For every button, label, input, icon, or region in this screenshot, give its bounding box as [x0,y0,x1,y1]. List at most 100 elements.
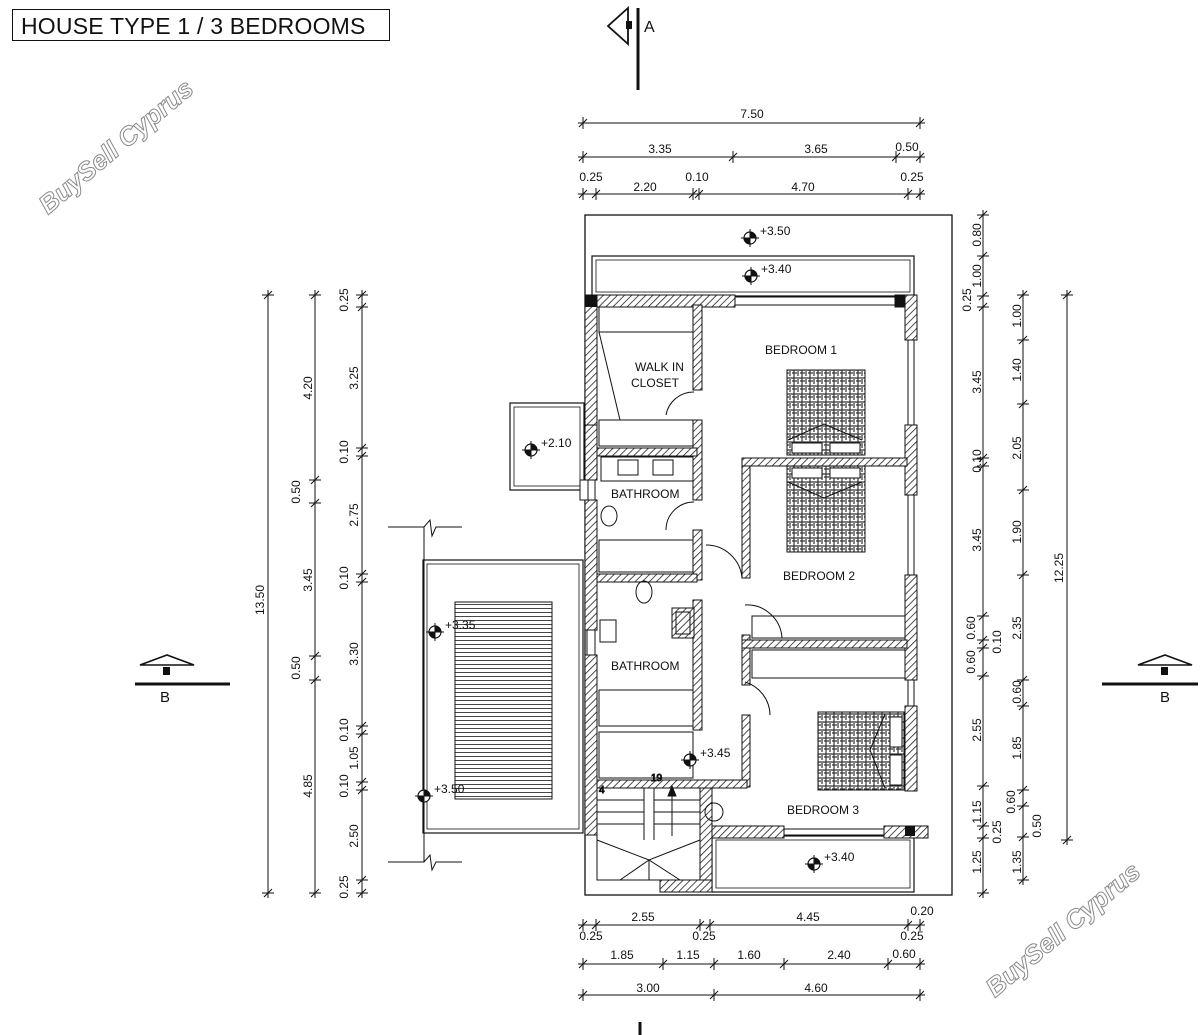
section-b-label-right: B [1160,689,1170,706]
ramp [388,518,584,872]
dim-right-col1-12: 0.25 [990,820,1004,844]
section-b-label-left: B [160,689,170,706]
dim-top-overall: 7.50 [740,107,764,121]
staircase: 19 4 [596,773,701,881]
section-b-marker-left: B [135,654,230,706]
bedroom-1-label: BEDROOM 1 [765,343,837,357]
dimension-labels: 7.50 3.35 3.65 0.50 0.25 2.20 0.10 4.70 0.25 2.55… [253,107,1066,995]
dim-bottom-row3-1: 3.00 [636,981,660,995]
dim-left-col3-4: 2.75 [347,503,361,527]
dim-bottom-row1-6: 0.25 [900,929,924,943]
walk-in-closet-label-1: WALK IN [635,360,684,374]
level-marker-ramp-top: +3.35 [426,618,476,641]
dim-right-col1-5: 0.10 [970,449,984,473]
dim-right-col1-10: 2.55 [970,718,984,742]
dim-right-col1-4: 3.45 [970,370,984,394]
dim-left-col3-1: 0.25 [337,288,351,312]
dim-bottom-row1-3: 0.20 [910,904,934,918]
dim-left-col3-2: 3.25 [347,366,361,390]
dim-right-col1-1: 0.80 [970,223,984,247]
dim-left-col3-9: 0.10 [337,774,351,798]
dim-left-col3-8: 1.05 [347,746,361,770]
dim-bottom-row1-5: 0.25 [692,929,716,943]
level-value-ramp-bottom: +3.50 [434,782,465,796]
level-value-hall: +3.45 [700,746,731,760]
dim-right-col2-3: 2.05 [1010,436,1024,460]
section-b-marker-right: B [1102,654,1198,706]
dim-right-col2-2: 1.40 [1010,358,1024,382]
bathroom-upper-label: BATHROOM [611,487,679,501]
dim-left-col3-3: 0.10 [337,440,351,464]
dim-top-row2-3: 0.50 [895,140,919,154]
watermark-top-left: BuySell Cyprus [33,73,199,220]
dim-right-col2-9: 0.50 [1030,814,1044,838]
external-walls [584,294,929,893]
dim-bottom-row2-4: 2.40 [827,948,851,962]
dim-top-row3-4: 4.70 [791,180,815,194]
dim-top-row3-5: 0.25 [900,170,924,184]
dim-bottom-row3-2: 4.60 [804,981,828,995]
bedroom-2-label: BEDROOM 2 [783,569,855,583]
level-value-roof: +3.50 [760,224,791,238]
dimension-lines [262,117,1073,1001]
windows [579,339,915,836]
dim-bottom-row1-2: 4.45 [796,910,820,924]
dim-right-col2-7: 1.85 [1010,736,1024,760]
bedroom-3-label: BEDROOM 3 [787,803,859,817]
dim-top-row3-3: 0.10 [685,170,709,184]
dim-left-col2-5: 4.85 [301,774,315,798]
dim-right-col1-3: 0.25 [960,288,974,312]
room-labels: WALK IN CLOSET BEDROOM 1 BATHROOM BEDROO… [611,343,859,817]
dim-left-col2-1: 4.20 [301,376,315,400]
level-marker-ramp-bottom: +3.50 [415,782,465,805]
side-terrace [509,402,585,491]
level-value-ramp-top: +3.35 [445,618,476,632]
dim-bottom-row2-5: 0.60 [892,947,916,961]
level-value-side-terrace: +2.10 [541,436,572,450]
dim-bottom-row2-1: 1.85 [610,948,634,962]
dim-bottom-row1-1: 2.55 [631,910,655,924]
dim-left-col2-3: 3.45 [301,568,315,592]
dim-top-row2-1: 3.35 [648,142,672,156]
section-a-label: A [644,19,655,36]
dim-bottom-row2-2: 1.15 [676,948,700,962]
dim-left-col2-2: 0.50 [289,480,303,504]
dim-right-col2-1: 1.00 [1010,304,1024,328]
bathroom-lower-label: BATHROOM [611,659,679,673]
dim-top-row3-2: 2.20 [633,180,657,194]
dim-right-col1-7: 0.60 [964,616,978,640]
section-a-marker: A [606,5,655,90]
level-marker-side-terrace: +2.10 [522,436,572,459]
dim-left-col3-7: 0.10 [337,718,351,742]
dim-top-row3-1: 0.25 [579,170,603,184]
level-value-bottom-balcony: +3.40 [824,850,855,864]
internal-walls [596,304,908,789]
drawing-title-box: HOUSE TYPE 1 / 3 BEDROOMS [12,9,390,41]
level-marker-top-balcony: +3.40 [742,262,792,285]
walk-in-closet-label-2: CLOSET [631,376,680,390]
drawing-title: HOUSE TYPE 1 / 3 BEDROOMS [21,13,366,39]
dim-top-row2-2: 3.65 [804,142,828,156]
dim-left-overall: 13.50 [253,585,267,615]
dim-left-col3-10: 2.50 [347,824,361,848]
dim-right-col1-2: 1.00 [970,264,984,288]
dim-right-col1-8: 0.10 [990,630,1004,654]
dim-right-col1-11: 1.15 [970,800,984,824]
dim-right-col2-10: 1.35 [1010,850,1024,874]
stair-step-bottom: 4 [599,785,605,796]
level-marker-roof: +3.50 [741,224,791,247]
stair-step-top: 19 [651,773,663,784]
dim-bottom-row2-3: 1.60 [737,948,761,962]
dim-right-col1-13: 1.25 [970,850,984,874]
dim-left-col3-11: 0.25 [337,875,351,899]
dim-bottom-row1-4: 0.25 [579,929,603,943]
dim-left-col3-6: 3.30 [347,642,361,666]
dim-right-col2-6: 0.60 [1010,680,1024,704]
level-marker-bottom-balcony: +3.40 [805,850,855,873]
dim-right-col2-5: 2.35 [1010,616,1024,640]
watermark-bottom-right: BuySell Cyprus [980,856,1146,1003]
dim-left-col3-5: 0.10 [337,566,351,590]
dim-right-col2-4: 1.90 [1010,520,1024,544]
dim-right-col1-6: 3.45 [970,528,984,552]
